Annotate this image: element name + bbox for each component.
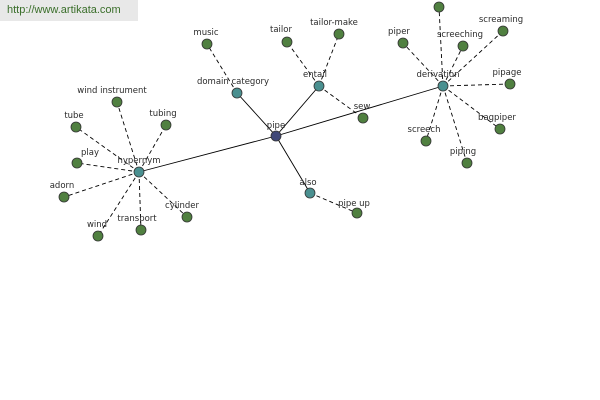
edge-pipe-derivation — [275, 85, 444, 137]
edge-derivation-screech — [425, 85, 444, 142]
edge-derivation-piper — [402, 42, 444, 87]
edge-pipe-domain-category — [236, 92, 277, 137]
node-label-pipage[interactable]: pipage — [493, 68, 522, 78]
node-label-tailor[interactable]: tailor — [270, 25, 292, 35]
edge-also-pipe-up — [309, 192, 358, 214]
node-hypernym[interactable] — [133, 166, 145, 178]
node-screaming[interactable] — [497, 25, 509, 37]
node-label-piping[interactable]: piping — [450, 147, 476, 157]
node-transport[interactable] — [135, 224, 147, 236]
edge-derivation-pipage — [442, 83, 511, 87]
node-music[interactable] — [201, 38, 213, 50]
edges-layer — [63, 6, 511, 237]
node-play[interactable] — [71, 157, 83, 169]
node-derivation[interactable] — [437, 80, 449, 92]
node-label-screech[interactable]: screech — [408, 125, 441, 135]
edge-entail-sew — [318, 85, 364, 119]
node-label-cylinder[interactable]: cylinder — [165, 201, 199, 211]
node-domain-category[interactable] — [231, 87, 243, 99]
node-top-unlabeled[interactable] — [433, 1, 445, 13]
node-label-wind-instrument[interactable]: wind instrument — [77, 86, 147, 96]
node-label-tubing[interactable]: tubing — [149, 109, 176, 119]
edge-entail-tailor-make — [318, 33, 340, 87]
node-also[interactable] — [304, 187, 316, 199]
node-label-adorn[interactable]: adorn — [50, 181, 75, 191]
edge-hypernym-play — [76, 162, 140, 173]
url-banner[interactable]: http://www.artikata.com — [0, 0, 138, 21]
edge-hypernym-tubing — [138, 124, 167, 173]
edge-pipe-also — [275, 135, 311, 194]
edge-derivation-screeching — [442, 45, 464, 87]
node-label-screaming[interactable]: screaming — [479, 15, 523, 25]
edge-derivation-bagpiper — [442, 85, 501, 130]
node-adorn[interactable] — [58, 191, 70, 203]
edge-pipe-hypernym — [138, 135, 277, 173]
node-label-transport[interactable]: transport — [117, 214, 157, 224]
node-tubing[interactable] — [160, 119, 172, 131]
edge-derivation-top-unlabeled — [438, 6, 444, 87]
node-label-wind[interactable]: wind — [87, 220, 107, 230]
edge-hypernym-transport — [138, 171, 142, 231]
node-label-tube[interactable]: tube — [64, 111, 83, 121]
node-label-pipe[interactable]: pipe — [267, 121, 285, 131]
node-wind[interactable] — [92, 230, 104, 242]
node-piper[interactable] — [397, 37, 409, 49]
node-wind-instrument[interactable] — [111, 96, 123, 108]
edge-pipe-entail — [275, 85, 320, 137]
edge-hypernym-adorn — [63, 171, 140, 198]
node-label-bagpiper[interactable]: bagpiper — [478, 113, 516, 123]
node-label-piper[interactable]: piper — [388, 27, 410, 37]
node-tailor[interactable] — [281, 36, 293, 48]
node-label-hypernym[interactable]: hypernym — [117, 156, 160, 166]
labels-layer: pipe hypernym domain category entail derivat… — [50, 15, 523, 230]
node-screeching[interactable] — [457, 40, 469, 52]
nodes-layer — [58, 1, 516, 242]
node-tailor-make[interactable] — [333, 28, 345, 40]
node-label-sew[interactable]: sew — [354, 102, 371, 112]
node-label-derivation[interactable]: derivation — [416, 70, 459, 80]
edge-hypernym-tube — [75, 126, 140, 173]
node-label-screeching[interactable]: screeching — [437, 30, 483, 40]
node-label-tailor-make[interactable]: tailor-make — [310, 18, 358, 28]
node-entail[interactable] — [313, 80, 325, 92]
node-cylinder[interactable] — [181, 211, 193, 223]
node-label-entail[interactable]: entail — [303, 70, 327, 80]
node-tube[interactable] — [70, 121, 82, 133]
site-url-link[interactable]: http://www.artikata.com — [7, 4, 121, 16]
node-label-pipe-up[interactable]: pipe up — [338, 199, 370, 209]
node-label-also[interactable]: also — [299, 178, 316, 188]
edge-entail-tailor — [286, 41, 320, 87]
edge-domain-category-music — [206, 43, 238, 94]
node-pipe-up[interactable] — [351, 207, 363, 219]
node-screech[interactable] — [420, 135, 432, 147]
node-pipage[interactable] — [504, 78, 516, 90]
node-sew[interactable] — [357, 112, 369, 124]
node-label-play[interactable]: play — [81, 148, 99, 158]
node-pipe[interactable] — [270, 130, 282, 142]
edge-hypernym-cylinder — [138, 171, 188, 218]
node-piping[interactable] — [461, 157, 473, 169]
node-bagpiper[interactable] — [494, 123, 506, 135]
node-label-music[interactable]: music — [193, 28, 218, 38]
edge-hypernym-wind-instrument — [116, 101, 140, 173]
node-label-domain-category[interactable]: domain category — [197, 77, 269, 87]
edge-hypernym-wind — [97, 171, 140, 237]
